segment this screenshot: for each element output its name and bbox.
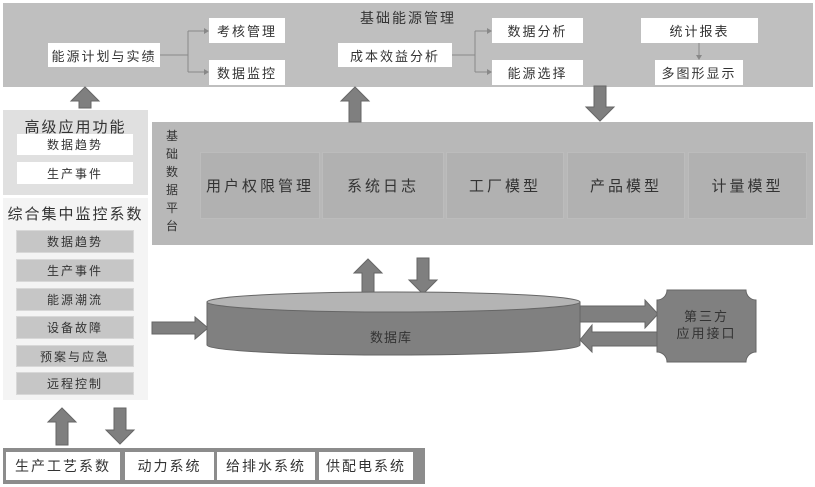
monitoring-title: 综合集中监控系数 <box>7 205 144 223</box>
data-analysis-box: 数据分析 <box>492 18 583 43</box>
advanced-item: 生产事件 <box>17 162 133 184</box>
advanced-item: 数据趋势 <box>17 134 133 155</box>
module-system-log: 系统日志 <box>322 152 444 219</box>
advanced-functions-title: 高级应用功能 <box>24 118 127 136</box>
platform-title-char: 台 <box>165 219 178 233</box>
assessment-box: 考核管理 <box>209 18 285 43</box>
right-arrow-db-to-third-party <box>579 298 659 330</box>
right-arrow-monitor-to-db <box>151 315 209 341</box>
module-metering-model: 计量模型 <box>688 152 807 219</box>
platform-title-char: 平 <box>165 201 178 215</box>
module-factory-model: 工厂模型 <box>446 152 564 219</box>
energy-plan-box: 能源计划与实绩 <box>48 43 160 67</box>
down-arrow-platform-to-db <box>407 257 439 295</box>
database-cylinder <box>206 291 581 356</box>
subsystem-electricity: 供配电系统 <box>319 452 413 480</box>
third-party-shape <box>656 289 757 363</box>
monitoring-item: 远程控制 <box>16 372 134 395</box>
platform-title: 基 础 数 据 平 台 <box>165 127 179 235</box>
subsystem-power: 动力系统 <box>125 452 214 480</box>
platform-title-char: 基 <box>165 129 178 143</box>
third-party-interface-label: 第三方 应用接口 <box>657 309 756 343</box>
platform-title-char: 础 <box>165 147 178 161</box>
third-party-line1: 第三方 <box>683 310 729 325</box>
energy-selection-box: 能源选择 <box>492 60 583 85</box>
left-arrow-third-party-to-db <box>579 323 658 354</box>
basic-energy-management-title: 基础能源管理 <box>360 11 456 27</box>
module-user-permissions: 用户权限管理 <box>200 152 320 219</box>
module-product-model: 产品模型 <box>567 152 685 219</box>
up-arrow-bottom-to-monitor <box>46 407 78 446</box>
up-arrow-advanced-to-top <box>69 86 101 109</box>
down-arrow-top-to-platform <box>584 85 616 122</box>
subsystem-production-process: 生产工艺系数 <box>6 452 120 480</box>
statistics-report-box: 统计报表 <box>641 18 758 43</box>
third-party-line2: 应用接口 <box>676 327 737 342</box>
monitoring-item: 设备故障 <box>16 316 134 339</box>
connector-lines-plan <box>160 30 206 73</box>
multi-chart-display-box: 多图形显示 <box>655 60 743 85</box>
subsystem-water: 给排水系统 <box>217 452 315 480</box>
monitoring-item: 生产事件 <box>16 259 134 282</box>
monitoring-item: 预案与应急 <box>16 345 134 367</box>
platform-title-char: 据 <box>165 183 178 197</box>
monitoring-item: 数据趋势 <box>16 230 134 253</box>
database-label: 数据库 <box>370 331 413 346</box>
up-arrow-db-to-platform <box>352 258 384 294</box>
data-monitoring-box: 数据监控 <box>209 60 285 85</box>
platform-title-char: 数 <box>165 165 178 179</box>
connector-lines-cost <box>452 30 489 73</box>
down-arrow-monitor-to-bottom <box>104 407 136 445</box>
up-arrow-platform-to-top <box>339 86 371 123</box>
cost-benefit-box: 成本效益分析 <box>338 43 452 67</box>
monitoring-item: 能源潮流 <box>16 288 134 311</box>
